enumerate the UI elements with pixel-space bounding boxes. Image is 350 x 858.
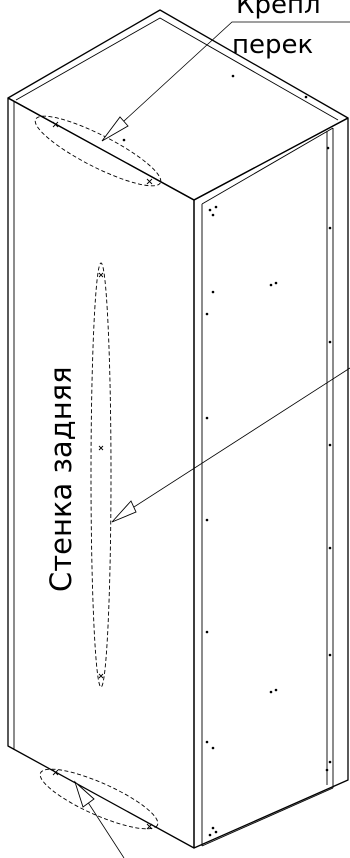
- hole: [208, 208, 212, 212]
- hole: [231, 74, 235, 78]
- top-cover-rim: [15, 17, 339, 121]
- leaders: [74, 21, 350, 858]
- hole: [328, 226, 332, 230]
- bottom-fastener-ellipse: [39, 768, 159, 830]
- screw-marks: [52, 121, 153, 830]
- side-frame-top: [201, 127, 334, 205]
- hole: [211, 746, 215, 750]
- screw-mark: [52, 121, 59, 128]
- hole: [328, 760, 332, 764]
- hole: [269, 690, 273, 694]
- back-panel-fastener-ellipse: [90, 262, 112, 688]
- top-callout-label-line2: перек: [232, 30, 313, 60]
- top-fastener-ellipse: [34, 115, 162, 187]
- hole: [328, 443, 332, 447]
- back-panel: [7, 97, 195, 849]
- screw-mark: [52, 769, 59, 776]
- hole: [122, 138, 126, 142]
- hole: [328, 340, 332, 344]
- hole: [269, 283, 273, 287]
- bottom-callout-arrowhead: [74, 780, 95, 808]
- top-cover: [7, 9, 349, 201]
- hole: [205, 312, 209, 316]
- screw-mark: [98, 445, 104, 451]
- hole: [208, 833, 212, 837]
- hole: [205, 740, 209, 744]
- hole: [304, 95, 308, 99]
- top-callout-arrowhead: [101, 116, 129, 142]
- screw-mark: [146, 178, 153, 185]
- screw-mark: [146, 823, 153, 830]
- hole: [211, 290, 215, 294]
- top-callout-leader: [111, 21, 350, 133]
- screw-mark: [98, 673, 104, 679]
- cabinet-body: [7, 9, 349, 849]
- hole: [274, 281, 278, 285]
- hole: [205, 416, 209, 420]
- hole: [214, 205, 218, 209]
- back-wall-label: Стенка задняя: [44, 366, 78, 592]
- hole: [205, 518, 209, 522]
- top-callout-label-line1: Крепл: [236, 0, 321, 20]
- hole: [325, 768, 329, 772]
- hole: [328, 546, 332, 550]
- hole: [328, 653, 332, 657]
- screw-mark: [98, 272, 104, 278]
- right-callout-arrowhead: [111, 500, 137, 523]
- right-callout-leader: [119, 367, 350, 517]
- hole: [211, 826, 215, 830]
- hole: [205, 630, 209, 634]
- hole: [211, 213, 215, 217]
- fastener-holes: [122, 74, 332, 837]
- hole: [214, 830, 218, 834]
- hole: [326, 146, 330, 150]
- side-panel: [193, 117, 349, 849]
- side-frame-bottom: [201, 787, 334, 847]
- hole: [274, 688, 278, 692]
